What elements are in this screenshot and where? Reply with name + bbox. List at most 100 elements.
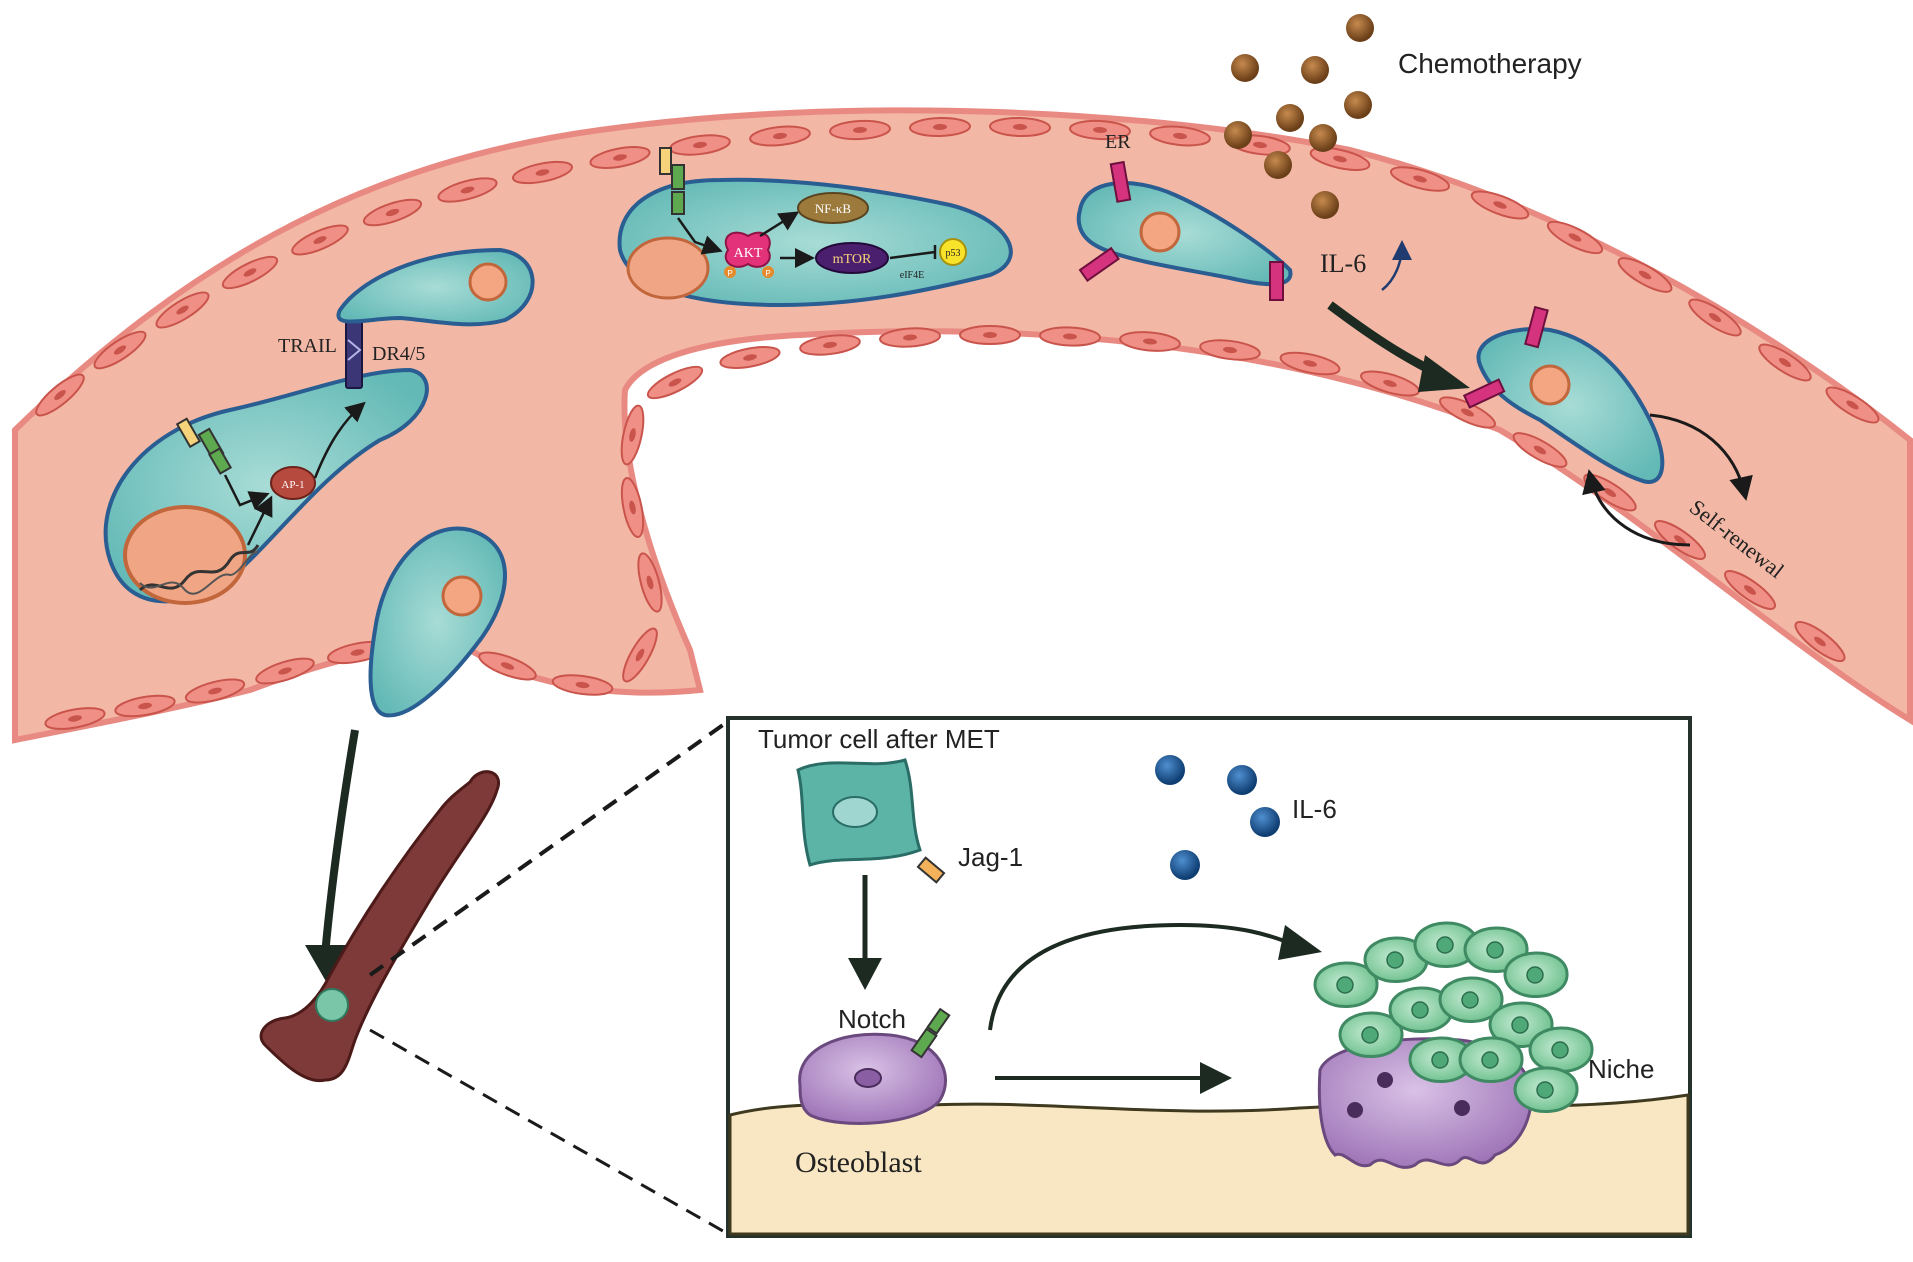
notch-activation-arrow-head <box>848 958 882 990</box>
er-receptor-icon <box>1078 246 1120 283</box>
notch-receptor-top-icon <box>926 1007 951 1035</box>
zoom-line-bottom <box>369 1028 731 1237</box>
endothelial-nucleus <box>176 305 189 315</box>
endothelial-nucleus <box>629 500 636 515</box>
tumor-cell-upper <box>336 247 535 327</box>
er-receptor-icon <box>1524 305 1549 349</box>
endothelial-nucleus <box>853 126 867 134</box>
il6-inset-label: IL-6 <box>1292 794 1337 824</box>
ap1-label: AP-1 <box>281 479 304 491</box>
drug-particle <box>1264 151 1292 179</box>
endothelial-nucleus <box>54 389 66 401</box>
endothelial-nucleus <box>635 648 645 662</box>
jag1-label: Jag-1 <box>958 842 1023 872</box>
self-renewal-arrow-down <box>1649 413 1753 501</box>
ap1-to-dr45-arrow <box>313 401 366 479</box>
endothelial-nucleus <box>113 345 127 355</box>
niche-curve-arrow-shaft <box>988 922 1296 1031</box>
endothelial-nucleus <box>1461 408 1474 417</box>
endothelial-nucleus <box>278 667 292 675</box>
nucleus <box>832 796 878 828</box>
drug-particle <box>1344 91 1372 119</box>
endothelial-nucleus <box>983 332 997 338</box>
phospho-label: P <box>727 269 732 278</box>
osteoblast-label: Osteoblast <box>795 1146 922 1179</box>
dr45-receptor-icon <box>345 317 363 389</box>
nfkb-complex <box>797 192 869 224</box>
endothelial-nucleus <box>1568 233 1582 242</box>
drug-particle <box>1346 14 1374 42</box>
nucleus <box>1361 1026 1379 1044</box>
notch-label: Notch <box>838 1004 906 1034</box>
il6-particle <box>1227 765 1257 795</box>
phospho-label: P <box>765 269 770 278</box>
endothelial-nucleus <box>385 208 400 217</box>
nucleus <box>1139 211 1181 253</box>
endothelial-nucleus <box>460 186 475 194</box>
endothelial-nucleus <box>500 662 515 670</box>
endothelial-nucleus <box>1333 155 1347 163</box>
tumor-cell-er: ER <box>1076 131 1293 301</box>
bone-tumor-icon <box>315 988 349 1022</box>
endothelial-nucleus <box>208 687 222 695</box>
endothelial-nucleus <box>1413 175 1427 183</box>
endothelial-nucleus <box>903 334 917 341</box>
trail-label: TRAIL <box>278 335 337 357</box>
endothelial-nucleus <box>1223 346 1237 354</box>
endothelial-nucleus <box>613 154 627 161</box>
endothelial-nucleus <box>668 378 682 387</box>
receptor-ligand-icon <box>175 417 202 449</box>
nucleus <box>441 575 483 617</box>
endothelial-nucleus <box>823 341 837 349</box>
endothelial-nucleus <box>773 132 787 140</box>
endothelial-nucleus <box>1638 270 1652 280</box>
endothelial-nucleus <box>1814 636 1826 647</box>
akt-kinase <box>724 231 771 268</box>
trail-dr45-receptor: TRAIL DR4/5 <box>278 317 425 389</box>
endothelial-nucleus <box>1603 487 1617 498</box>
drug-particle <box>1301 56 1329 84</box>
endothelial-nucleus <box>1493 201 1507 209</box>
receptor-lower-icon <box>671 191 685 215</box>
nucleus <box>1377 1072 1393 1088</box>
nucleus <box>1436 936 1454 954</box>
akt-label: AKT <box>734 246 763 261</box>
il6-vessel-label: IL-6 <box>1320 249 1366 278</box>
endothelial-nucleus <box>1173 132 1187 140</box>
endothelial-nucleus <box>646 575 654 590</box>
receptor-to-akt-arrow <box>676 217 723 255</box>
nucleus <box>1526 966 1544 984</box>
endothelial-nucleus <box>1143 338 1157 345</box>
trail-binding-icon <box>347 339 362 361</box>
nucleus <box>1336 976 1354 994</box>
niche-label: Niche <box>1588 1054 1654 1084</box>
er-receptor-icon <box>1269 261 1284 301</box>
il6-particle <box>1170 850 1200 880</box>
endothelial-nucleus <box>350 649 365 656</box>
er-label: ER <box>1105 131 1131 153</box>
notch-receptor-icon <box>910 1027 938 1059</box>
metastasis-arrow-head <box>305 945 350 985</box>
er-receptor-icon <box>1462 378 1506 409</box>
dna-to-ap1-arrow <box>246 495 273 546</box>
endothelial-nucleus <box>1253 141 1267 149</box>
il6-particle <box>1155 755 1185 785</box>
endothelial-nucleus <box>243 268 257 277</box>
nucleus <box>468 262 508 302</box>
tumor-cell-ap1: AP-1 <box>103 367 429 605</box>
phospho-marker <box>724 266 736 278</box>
endothelial-nucleus <box>1533 445 1547 455</box>
p53-label: p53 <box>946 248 961 259</box>
endothelial-nucleus <box>1674 535 1686 545</box>
nfkb-label: NF-κB <box>815 201 851 216</box>
nucleus <box>854 1068 882 1088</box>
nucleus <box>1536 1081 1554 1099</box>
nucleus <box>1551 1041 1569 1059</box>
jag1-ligand-icon <box>916 856 946 884</box>
endothelial-nucleus <box>535 169 550 176</box>
akt-to-nfkb-arrow <box>759 211 800 238</box>
niche-curve-arrow-head <box>1278 925 1322 960</box>
metastasis-arrow-shaft <box>321 729 359 956</box>
